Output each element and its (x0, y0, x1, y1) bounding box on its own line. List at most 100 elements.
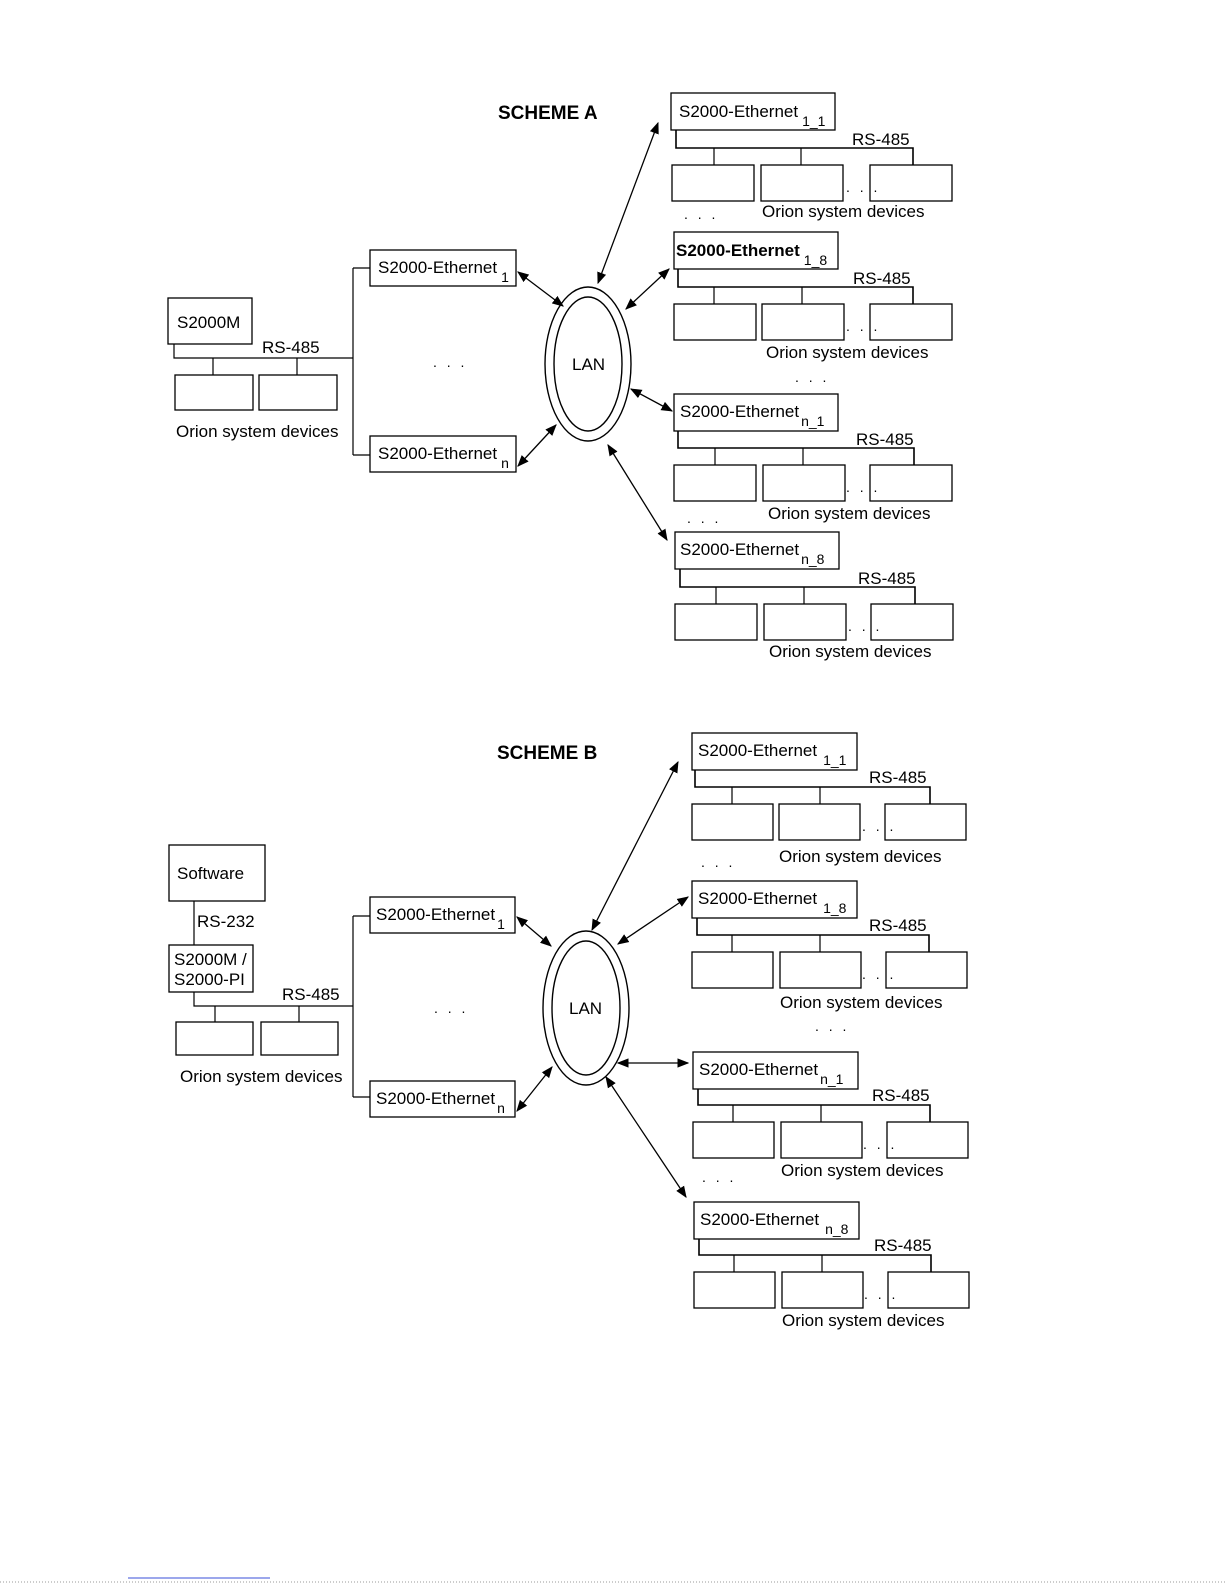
ethernet-converter-1-1 (670, 92, 836, 131)
orion-device (781, 1271, 864, 1309)
orion-device (778, 803, 861, 841)
controller-label-line1: S2000M / (174, 950, 247, 969)
ethernet-converter-1-8 (691, 880, 858, 919)
orion-devices-label: Orion system devices (779, 847, 942, 866)
ethernet-converter-n-1 (673, 393, 839, 432)
orion-device (691, 951, 774, 989)
link-arrow (516, 916, 552, 947)
orion-device (692, 1121, 775, 1159)
software-box (168, 844, 266, 902)
link-arrow (517, 424, 557, 467)
scheme-b: SCHEME B Software RS-232 S2000M / S2000-… (168, 732, 970, 1330)
link-arrow (607, 444, 668, 541)
link-arrow (625, 268, 670, 310)
orion-device (779, 951, 862, 989)
s2000m-label: S2000M (177, 313, 240, 332)
orion-device (174, 374, 254, 411)
ethernet-converter-1 (369, 896, 516, 934)
rs485-label: RS-485 (858, 569, 916, 588)
orion-devices-label: Orion system devices (769, 642, 932, 661)
svg-text:. . .: . . . (795, 369, 829, 385)
ellipsis: . . . (434, 1000, 468, 1016)
orion-devices-label: Orion system devices (768, 504, 931, 523)
orion-device (175, 1021, 254, 1056)
rs485-label: RS-485 (856, 430, 914, 449)
orion-devices-label: Orion system devices (780, 993, 943, 1012)
orion-device (671, 164, 755, 202)
orion-device (673, 303, 757, 341)
rs485-bus-a (173, 344, 353, 359)
lan-inner-ring (551, 940, 621, 1076)
lan-label: LAN (572, 355, 605, 374)
orion-device (869, 303, 953, 341)
link-arrow (629, 388, 674, 412)
link-arrow (597, 121, 659, 285)
orion-device (887, 1271, 970, 1309)
rs485-label-b: RS-485 (282, 985, 340, 1004)
orion-devices-label: Orion system devices (176, 422, 339, 441)
scheme-a-title: SCHEME A (498, 103, 598, 124)
orion-device (673, 464, 757, 502)
svg-text:. . .: . . . (846, 318, 880, 334)
orion-devices-label: Orion system devices (762, 202, 925, 221)
orion-device (869, 464, 953, 502)
orion-device (884, 803, 967, 841)
rs485-label: RS-485 (874, 1236, 932, 1255)
rs485-label-a: RS-485 (262, 338, 320, 357)
orion-devices-label: Orion system devices (180, 1067, 343, 1086)
rs232-label: RS-232 (197, 912, 255, 931)
orion-devices-label: Orion system devices (782, 1311, 945, 1330)
rs485-bus-b (193, 992, 353, 1007)
orion-device (885, 951, 968, 989)
link-arrow (517, 271, 564, 307)
orion-devices-label: Orion system devices (781, 1161, 944, 1180)
scheme-a: SCHEME A S2000M RS-485 Orion system devi… (167, 92, 954, 661)
ellipsis: . . . (433, 354, 467, 370)
link-arrow (516, 1066, 553, 1112)
svg-text:. . .: . . . (862, 966, 896, 982)
link-arrow (591, 760, 679, 932)
controller-label-line2: S2000-PI (174, 970, 245, 989)
ethernet-converter-n-1 (692, 1051, 859, 1090)
ethernet-converter-n-8 (674, 531, 840, 570)
rs485-label: RS-485 (869, 916, 927, 935)
svg-text:. . .: . . . (848, 618, 882, 634)
ethernet-converter-n (369, 1080, 516, 1118)
orion-device (258, 374, 338, 411)
controller-box (168, 944, 254, 993)
ethernet-converter-1 (369, 249, 517, 287)
link-arrow (617, 896, 689, 945)
orion-device (674, 603, 758, 641)
svg-text:. . .: . . . (687, 510, 721, 526)
link-arrow (605, 1076, 687, 1198)
svg-text:. . .: . . . (684, 206, 718, 222)
orion-devices-label: Orion system devices (766, 343, 929, 362)
svg-text:. . .: . . . (702, 1169, 736, 1185)
rs485-label: RS-485 (872, 1086, 930, 1105)
rs485-label: RS-485 (853, 269, 911, 288)
svg-text:. . .: . . . (862, 818, 896, 834)
orion-device (869, 164, 953, 202)
svg-text:. . .: . . . (701, 854, 735, 870)
svg-text:. . .: . . . (864, 1286, 898, 1302)
lan-inner-ring (553, 296, 623, 432)
orion-device (761, 303, 845, 341)
orion-device (691, 803, 774, 841)
